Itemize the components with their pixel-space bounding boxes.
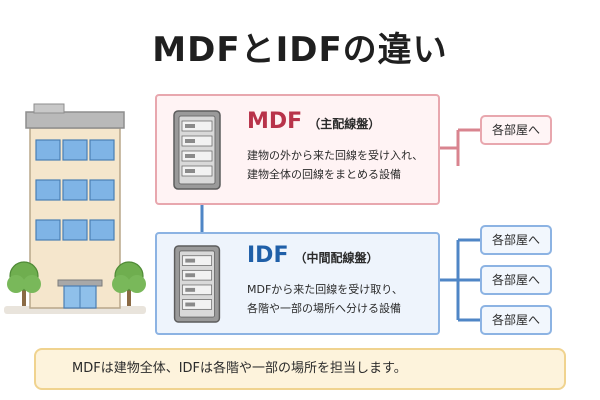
room-box-idf: 各部屋へ (480, 265, 552, 295)
mdf-full-name: （主配線盤） (308, 117, 381, 131)
mdf-box: MDF （主配線盤） 建物の外から来た回線を受け入れ、 建物全体の回線をまとめる設… (155, 94, 440, 205)
office-building-icon (4, 103, 146, 314)
tree-icon (7, 261, 41, 306)
mdf-desc-line: 建物全体の回線をまとめる設備 (247, 168, 401, 181)
tree-icon (112, 261, 146, 306)
server-rack-icon (173, 110, 221, 190)
mdf-abbr: MDF (247, 109, 303, 134)
idf-desc-line: MDFから来た回線を受け取り、 (247, 283, 403, 296)
summary-note: MDFは建物全体、IDFは各階や一部の場所を担当します。 (34, 348, 566, 390)
room-box-idf: 各部屋へ (480, 305, 552, 335)
page-title: MDFとIDFの違い (152, 30, 448, 70)
idf-abbr: IDF (247, 243, 289, 268)
idf-full-name: （中間配線盤） (294, 251, 379, 265)
idf-box: IDF （中間配線盤） MDFから来た回線を受け取り、 各階や一部の場所へ分ける設… (155, 232, 440, 335)
mdf-desc-line: 建物の外から来た回線を受け入れ、 (247, 149, 424, 162)
room-box-idf: 各部屋へ (480, 225, 552, 255)
server-rack-icon (173, 245, 221, 323)
room-box-mdf: 各部屋へ (480, 115, 552, 145)
idf-desc-line: 各階や一部の場所へ分ける設備 (247, 302, 401, 315)
